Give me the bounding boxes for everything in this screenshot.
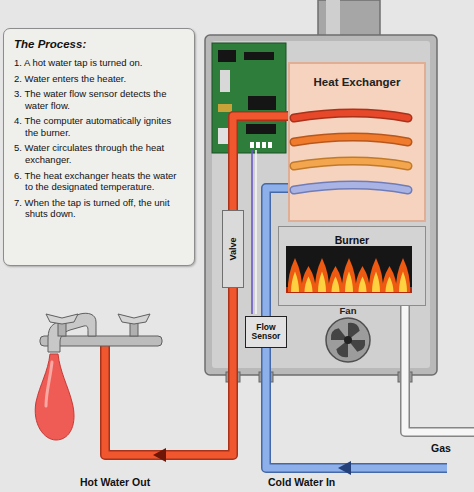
process-panel: The Process: 1. A hot water tap is turned… xyxy=(3,28,195,266)
component xyxy=(218,104,232,112)
heat-coil xyxy=(294,161,408,166)
fan-unit: Fan xyxy=(322,300,374,368)
fan-housing xyxy=(326,318,370,362)
flame-core xyxy=(359,276,367,292)
housing-panel xyxy=(212,41,430,368)
port-label: Cold Water In xyxy=(268,476,335,488)
hot-water-pipe xyxy=(105,286,233,455)
flame-core xyxy=(332,276,340,292)
flame-core xyxy=(291,272,299,292)
circuit-board xyxy=(212,43,286,153)
hot-water-pipe xyxy=(105,286,233,462)
sensor-wire xyxy=(255,150,257,314)
flame xyxy=(355,266,369,292)
burner-chamber xyxy=(286,246,412,293)
process-step: 7. When the tap is turned off, the unit … xyxy=(14,197,184,220)
part-label: Valve xyxy=(228,237,238,260)
faucet-handle xyxy=(118,314,150,324)
faucet xyxy=(40,313,162,352)
hot-water-stream xyxy=(35,354,74,440)
heat-coil xyxy=(294,185,408,190)
flame xyxy=(301,266,315,292)
chimney xyxy=(318,0,380,40)
hot-water-pipe xyxy=(105,286,233,455)
process-step: 2. Water enters the heater. xyxy=(14,73,184,85)
process-step: 1. A hot water tap is turned on. xyxy=(14,57,184,69)
heat-coil xyxy=(294,113,408,118)
heat-coil xyxy=(294,113,408,118)
gas-pipe xyxy=(405,300,474,432)
flame-core xyxy=(345,272,353,292)
heat-coil xyxy=(294,161,408,166)
fan-hub xyxy=(344,336,352,344)
flame-core xyxy=(386,276,394,292)
heat-exchanger-box: Heat Exchanger xyxy=(288,62,426,222)
component xyxy=(220,70,230,92)
pin xyxy=(268,142,272,148)
flame-core xyxy=(305,276,313,292)
gas-pipe xyxy=(405,300,474,432)
part-label: Burner xyxy=(335,234,369,246)
flame xyxy=(369,258,383,292)
flame xyxy=(328,266,342,292)
flow-arrow xyxy=(338,461,351,475)
chip xyxy=(248,96,276,110)
process-step: 6. The heat exchanger heats the water to… xyxy=(14,170,184,193)
pin xyxy=(250,142,254,148)
chip xyxy=(246,124,276,134)
chip xyxy=(244,52,274,60)
faucet-handle xyxy=(46,314,78,324)
chip xyxy=(218,50,236,62)
cold-water-pipe xyxy=(266,346,447,468)
sensor-wire xyxy=(251,150,253,314)
flame xyxy=(288,258,302,292)
hot-water-stream xyxy=(35,354,74,440)
flame-core xyxy=(318,272,326,292)
flame-core xyxy=(372,272,380,292)
cold-water-pipe xyxy=(266,346,447,475)
flow-sensor-box: Flow Sensor xyxy=(245,316,287,348)
chimney xyxy=(318,0,380,40)
process-step: 3. The water flow sensor detects the wat… xyxy=(14,88,184,111)
part-label: Flow Sensor xyxy=(246,323,286,341)
port-label: Gas xyxy=(431,442,451,454)
pin xyxy=(256,142,260,148)
process-step: 4. The computer automatically ignites th… xyxy=(14,115,184,138)
port-label: Hot Water Out xyxy=(80,476,150,488)
flame-core xyxy=(399,272,407,292)
stream-shine xyxy=(46,362,52,406)
flow-arrow xyxy=(153,448,166,462)
chimney-shine xyxy=(326,0,340,40)
valve-box: Valve xyxy=(222,210,244,288)
part-label: Fan xyxy=(340,305,357,316)
gas-pipe xyxy=(405,300,474,432)
process-step: 5. Water circulates through the heat exc… xyxy=(14,142,184,165)
flame xyxy=(315,258,329,292)
part-label: Heat Exchanger xyxy=(314,76,401,88)
flame xyxy=(396,258,410,292)
flame xyxy=(342,258,356,292)
flame xyxy=(382,266,396,292)
circuit-board xyxy=(212,43,286,153)
cold-water-pipe xyxy=(266,346,447,468)
heat-coil xyxy=(294,137,408,142)
process-heading: The Process: xyxy=(14,38,184,50)
heat-coil xyxy=(294,137,408,142)
pin xyxy=(262,142,266,148)
heat-coil xyxy=(294,185,408,190)
burner-box: Burner xyxy=(278,226,426,306)
sensor-wire xyxy=(252,150,256,314)
